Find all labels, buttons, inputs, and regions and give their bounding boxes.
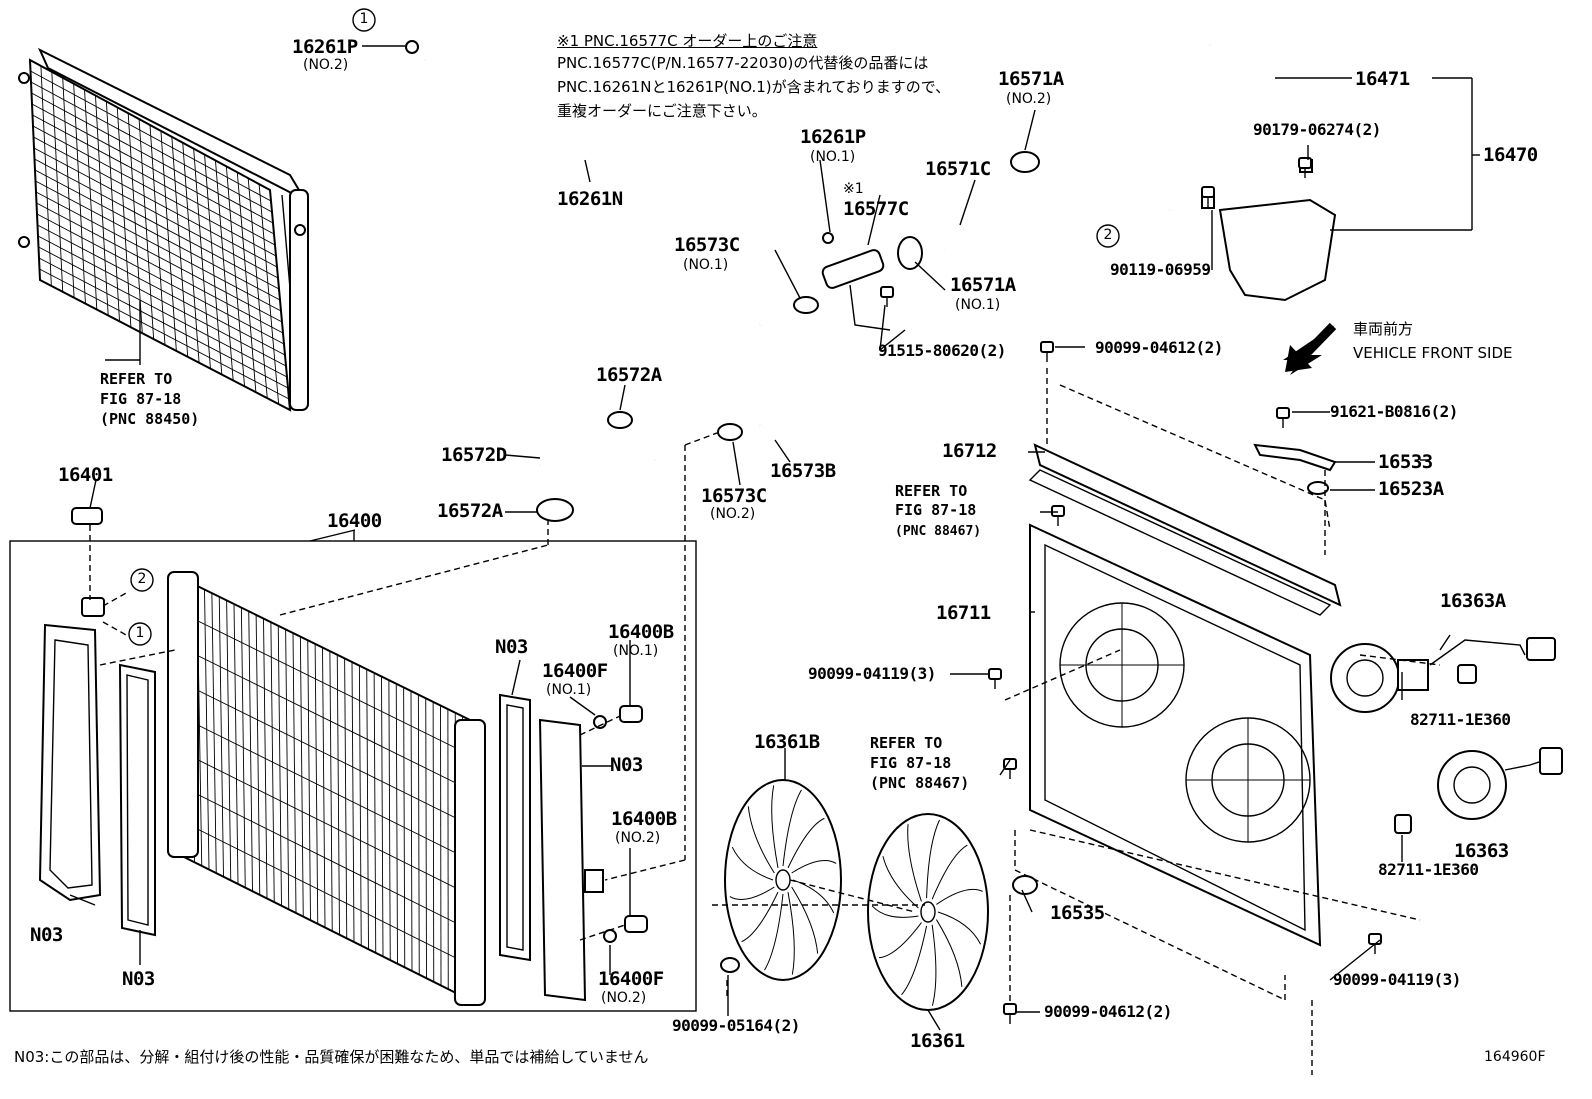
refer-88467-b-line3: (PNC 88467)	[870, 774, 970, 792]
label-16571A-no2: 16571A	[998, 68, 1064, 90]
label-16571C: 16571C	[925, 158, 991, 180]
right-tank	[538, 718, 587, 1002]
callout-1-radiator: 1	[135, 625, 145, 641]
vehicle-front-jp: 車両前方	[1353, 320, 1414, 338]
shroud-drawing	[1029, 523, 1322, 947]
label-16571A-no1: 16571A	[950, 274, 1016, 296]
label-90119-06959: 90119-06959	[1110, 260, 1211, 279]
label-16363A: 16363A	[1440, 590, 1506, 612]
left-tank	[38, 623, 102, 902]
fan-16361B	[724, 779, 842, 981]
label-16711: 16711	[936, 602, 991, 624]
label-16471: 16471	[1355, 68, 1410, 90]
label-16573C-no1: 16573C	[674, 234, 740, 256]
label-82711-1E360-top: 82711-1E360	[1410, 710, 1511, 729]
label-n03-left-tank: N03	[30, 924, 63, 946]
refer-88450-line3: (PNC 88450)	[100, 410, 200, 428]
right-gasket	[499, 693, 531, 962]
label-90099-04119-right: 90099-04119(3)	[1333, 970, 1461, 989]
label-16470: 16470	[1483, 144, 1538, 166]
label-90099-04612-top: 90099-04612(2)	[1095, 338, 1223, 357]
label-n03-right-tank: N03	[610, 754, 643, 776]
label-16523A: 16523A	[1378, 478, 1444, 500]
label-16577C: 16577C	[843, 198, 909, 220]
label-16572A-low: 16572A	[437, 500, 503, 522]
label-16261N: 16261N	[557, 188, 623, 210]
callout-2-reservoir: 2	[1103, 227, 1113, 243]
label-91515-80620: 91515-80620(2)	[878, 341, 1006, 360]
pipe-16577C	[821, 249, 885, 289]
label-16400F-no2: 16400F	[598, 968, 664, 990]
note-line-1: PNC.16577C(P/N.16577-22030)の代替後の品番には	[557, 54, 929, 72]
motor-16363	[1437, 750, 1507, 820]
label-16400F-no1: 16400F	[542, 660, 608, 682]
label-16577C-mark: ※1	[843, 181, 864, 197]
label-16400F-no2-sub: (NO.2)	[601, 990, 647, 1006]
label-16400F-no1-sub: (NO.1)	[546, 682, 592, 698]
callout-1-top: 1	[359, 11, 369, 27]
note-title: ※1 PNC.16577C オーダー上のご注意	[557, 32, 818, 50]
label-16571A-no1-sub: (NO.1)	[955, 297, 1001, 313]
fan-16361	[867, 813, 989, 1011]
note-line-2: PNC.16261Nと16261P(NO.1)が含まれておりますので、	[557, 78, 951, 96]
figure-id: 164960F	[1484, 1049, 1546, 1065]
label-90099-05164: 90099-05164(2)	[672, 1016, 800, 1035]
label-16261P-no2: 16261P	[292, 36, 358, 58]
label-16572D: 16572D	[441, 444, 507, 466]
label-16573C-no1-sub: (NO.1)	[683, 257, 729, 273]
label-16572A-top: 16572A	[596, 364, 662, 386]
note-line-3: 重複オーダーにご注意下さい。	[557, 102, 767, 120]
assembly-box-16400	[9, 540, 697, 1012]
label-16535: 16535	[1050, 902, 1105, 924]
n03-footnote: N03:この部品は、分解・組付け後の性能・品質確保が困難なため、単品では補給して…	[14, 1048, 649, 1066]
label-16573C-no2: 16573C	[701, 485, 767, 507]
refer-88467-a-line2: FIG 87-18	[895, 501, 977, 519]
vehicle-front-en: VEHICLE FRONT SIDE	[1353, 344, 1513, 362]
bracket-16712	[1033, 443, 1342, 607]
reservoir-16470	[1218, 198, 1337, 302]
refer-88467-a-line3: (PNC 88467)	[895, 524, 982, 539]
label-16261P-no1-sub: (NO.1)	[810, 149, 856, 165]
cap-16401	[71, 507, 103, 525]
refer-88467-a-line1: REFER TO	[895, 482, 968, 500]
label-16573C-no2-sub: (NO.2)	[710, 506, 756, 522]
label-16571A-no2-sub: (NO.2)	[1006, 91, 1052, 107]
label-91621-B0816: 91621-B0816(2)	[1330, 402, 1458, 421]
label-16400: 16400	[327, 510, 382, 532]
label-16712: 16712	[942, 440, 997, 462]
radiator-drawing	[167, 571, 486, 1006]
label-90179-06274: 90179-06274(2)	[1253, 120, 1381, 139]
label-16261P-no2-sub: (NO.2)	[303, 57, 349, 73]
label-16361B: 16361B	[754, 731, 820, 753]
label-16400B-no1-sub: (NO.1)	[613, 643, 659, 659]
motor-16363A	[1330, 643, 1400, 713]
label-90099-04612-bottom: 90099-04612(2)	[1044, 1002, 1172, 1021]
label-n03-left-gasket: N03	[122, 968, 155, 990]
left-gasket	[118, 663, 156, 937]
label-n03-right-gasket: N03	[495, 636, 528, 658]
refer-88467-b-line1: REFER TO	[870, 734, 943, 752]
label-90099-04119-left: 90099-04119(3)	[808, 664, 936, 683]
label-16361: 16361	[910, 1030, 965, 1052]
label-16400B-no2-sub: (NO.2)	[615, 830, 661, 846]
refer-88450-line1: REFER TO	[100, 370, 173, 388]
label-16533: 16533	[1378, 451, 1433, 473]
callout-2-radiator: 2	[137, 571, 147, 587]
refer-88450-line2: FIG 87-18	[100, 390, 182, 408]
label-16363: 16363	[1454, 840, 1509, 862]
label-16573B: 16573B	[770, 460, 836, 482]
label-82711-1E360-low: 82711-1E360	[1378, 860, 1479, 879]
label-16400B-no2: 16400B	[611, 808, 677, 830]
bracket-16533	[1253, 443, 1337, 472]
label-16401: 16401	[58, 464, 113, 486]
label-16400B-no1: 16400B	[608, 621, 674, 643]
condenser-drawing	[18, 47, 309, 412]
label-16261P-no1: 16261P	[800, 126, 866, 148]
refer-88467-b-line2: FIG 87-18	[870, 754, 952, 772]
